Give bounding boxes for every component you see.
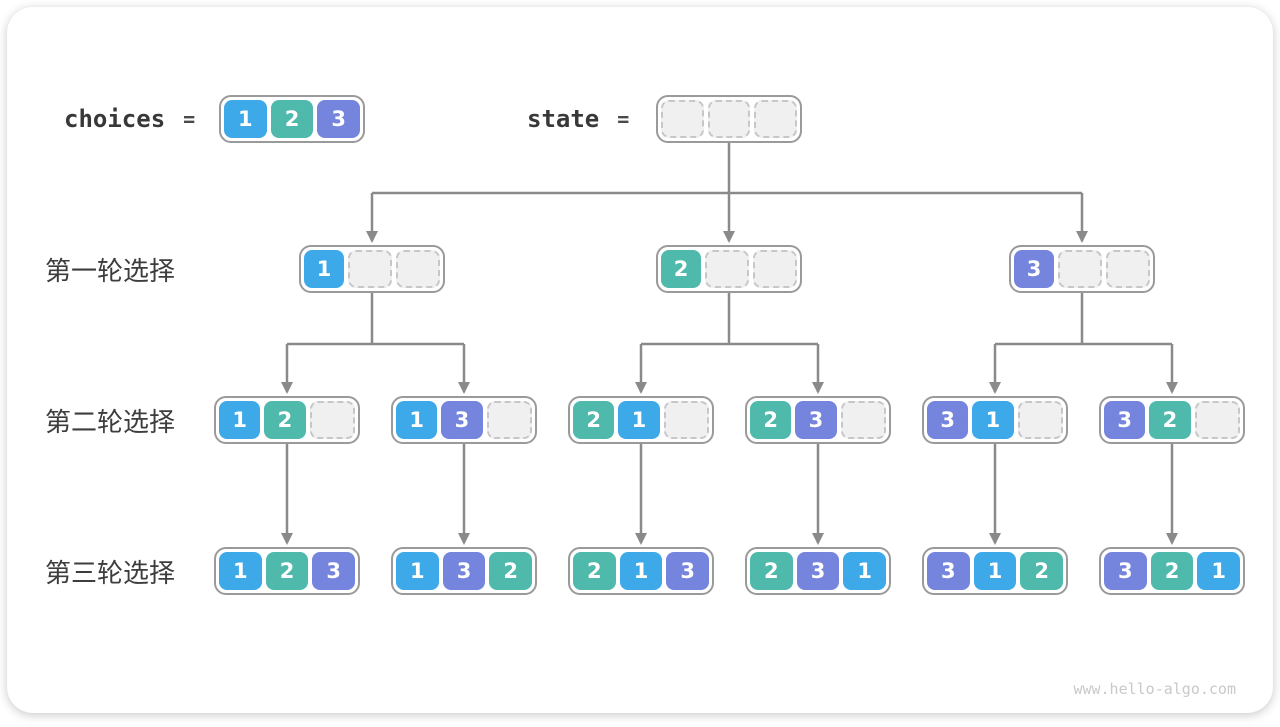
cell-empty — [309, 401, 355, 439]
cell-value-3: 3 — [927, 401, 969, 439]
cell-empty — [348, 250, 392, 288]
cell-value-2: 2 — [750, 552, 793, 590]
equals-sign: = — [183, 107, 196, 131]
cell-value-3: 3 — [317, 100, 361, 138]
cell-value-2: 2 — [1149, 401, 1191, 439]
row-label-round-1: 第一轮选择 — [45, 255, 176, 286]
cell-value-1: 1 — [219, 552, 262, 590]
cell-value-1: 1 — [973, 552, 1017, 590]
cell-value-3: 3 — [312, 552, 356, 590]
state-array-box — [656, 95, 802, 143]
cell-empty — [840, 401, 886, 439]
node-round1-3: 3 — [1009, 245, 1155, 293]
cell-value-2: 2 — [264, 401, 306, 439]
cell-empty — [1194, 401, 1240, 439]
cell-empty — [707, 100, 751, 138]
cell-value-1: 1 — [843, 552, 887, 590]
choices-label: choices — [64, 105, 166, 133]
cell-empty — [486, 401, 532, 439]
cell-empty — [1106, 250, 1150, 288]
cell-empty — [663, 401, 709, 439]
choices-label-group: choices = — [64, 95, 195, 143]
cell-value-1: 1 — [396, 552, 439, 590]
cell-value-2: 2 — [573, 552, 616, 590]
cell-value-2: 2 — [265, 552, 309, 590]
cell-value-1: 1 — [219, 401, 261, 439]
equals-sign: = — [617, 107, 630, 131]
cell-value-1: 1 — [618, 401, 660, 439]
cell-value-1: 1 — [224, 100, 267, 138]
cell-value-2: 2 — [661, 250, 701, 288]
node-round1-1: 1 — [299, 245, 445, 293]
cell-empty — [1017, 401, 1063, 439]
cell-value-3: 3 — [441, 401, 483, 439]
state-label-group: state = — [527, 95, 629, 143]
cell-empty — [396, 250, 440, 288]
node-round1-2: 2 — [656, 245, 802, 293]
cell-value-3: 3 — [796, 552, 840, 590]
cell-empty — [753, 250, 797, 288]
cell-empty — [705, 250, 749, 288]
cell-empty — [754, 100, 798, 138]
cell-value-3: 3 — [927, 552, 970, 590]
cell-value-1: 1 — [1197, 552, 1241, 590]
cell-value-3: 3 — [795, 401, 837, 439]
cell-value-1: 1 — [396, 401, 438, 439]
cell-value-2: 2 — [573, 401, 615, 439]
cell-value-3: 3 — [1014, 250, 1054, 288]
row-label-round-3: 第三轮选择 — [45, 557, 176, 588]
tree-connectors — [281, 143, 1178, 545]
cell-empty — [661, 100, 704, 138]
cell-value-2: 2 — [750, 401, 792, 439]
watermark: www.hello-algo.com — [1073, 680, 1236, 698]
cell-value-1: 1 — [619, 552, 663, 590]
cell-value-2: 2 — [489, 552, 533, 590]
cell-value-3: 3 — [1104, 552, 1147, 590]
cell-value-3: 3 — [1104, 401, 1146, 439]
cell-value-2: 2 — [1020, 552, 1064, 590]
state-label: state — [527, 105, 600, 133]
cell-value-1: 1 — [972, 401, 1014, 439]
cell-value-3: 3 — [666, 552, 710, 590]
cell-value-2: 2 — [1150, 552, 1194, 590]
cell-empty — [1058, 250, 1102, 288]
row-label-round-2: 第二轮选择 — [45, 406, 176, 437]
cell-value-1: 1 — [304, 250, 344, 288]
cell-value-2: 2 — [270, 100, 314, 138]
cell-value-3: 3 — [442, 552, 486, 590]
